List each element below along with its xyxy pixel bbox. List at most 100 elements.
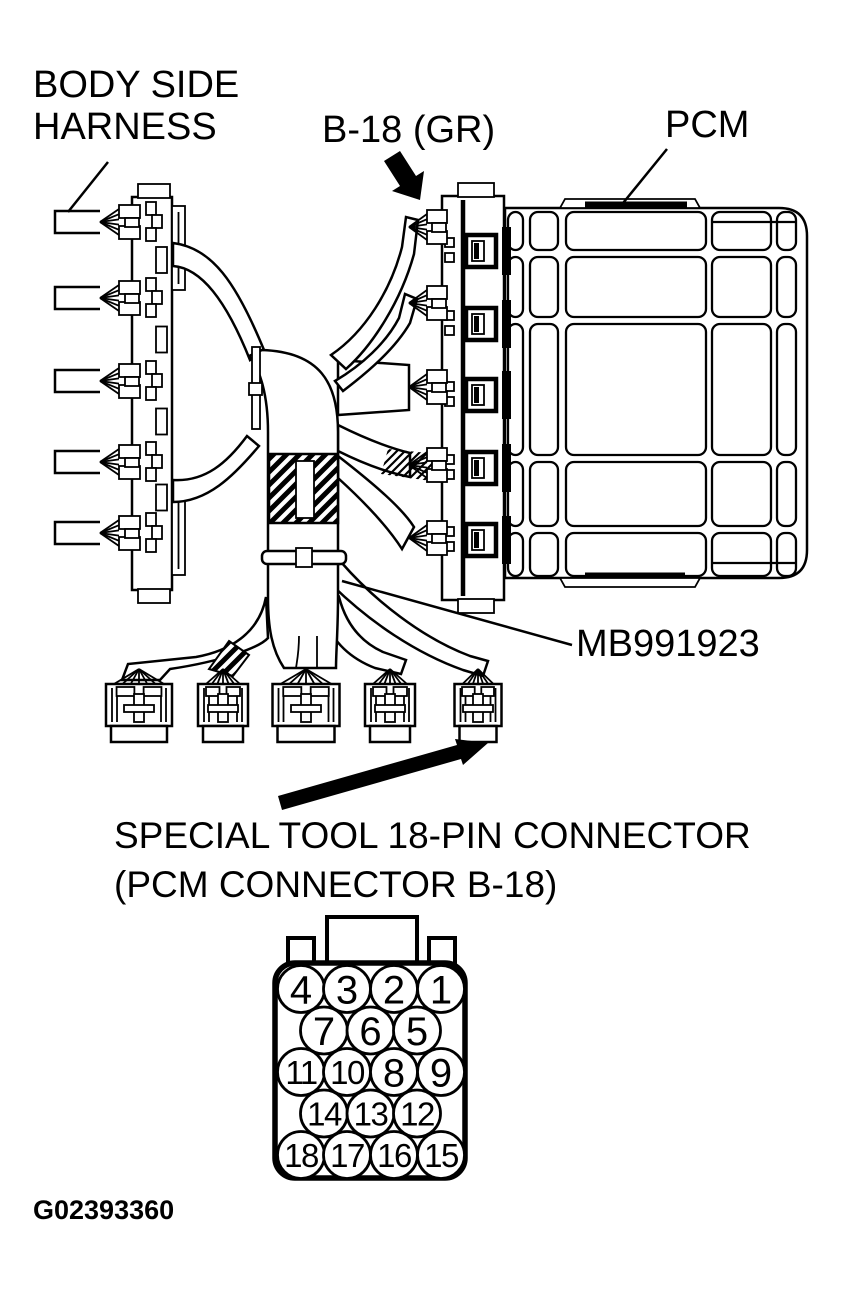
terminal-comb: [426, 390, 448, 405]
connector-tooth: [392, 686, 408, 697]
b18-pcm-junction: [502, 371, 511, 419]
b18-connector-strip: [408, 182, 511, 614]
mb991923-leader-line: [341, 579, 573, 647]
terminal-comb: [426, 209, 448, 224]
pin-number-label: 14: [307, 1095, 342, 1132]
terminal-comb: [118, 465, 141, 480]
b18-strip-top-tab: [457, 182, 495, 198]
crimp-fan-line: [99, 461, 120, 476]
pin-number-label: 11: [285, 1054, 316, 1091]
strip-step: [145, 441, 157, 456]
strip-step: [145, 201, 157, 216]
body-side-harness-label-line2: HARNESS: [33, 106, 217, 148]
connector-tooth: [205, 686, 221, 697]
body-side-harness-assembly: [53, 183, 186, 604]
pcm-grid-cell: [775, 210, 798, 252]
special-tool-caption-line2: (PCM CONNECTOR B-18): [114, 864, 558, 905]
terminal-comb: [426, 468, 448, 483]
strip-link: [155, 483, 168, 512]
pin-number-label: 5: [406, 1010, 428, 1054]
connector-tooth: [480, 686, 495, 697]
special-tool-pointer-arrow-icon: [278, 739, 488, 810]
terminal-comb: [118, 536, 141, 551]
crimp-fan-line: [99, 221, 120, 236]
wire-band: [336, 453, 416, 552]
harness-to-trunk-wires: [171, 241, 266, 504]
crimp-fan-line: [389, 668, 408, 685]
crimp-fan-line: [383, 668, 391, 685]
cable-tie-buckle: [248, 382, 263, 396]
pcm-body: [503, 206, 809, 580]
connector-key-bar: [374, 704, 406, 713]
b18-pcm-junction: [502, 300, 511, 348]
crimp-fan-line: [305, 668, 316, 685]
pin-number-label: 13: [354, 1095, 388, 1132]
special-tool-caption-line1: SPECIAL TOOL 18-PIN CONNECTOR: [114, 815, 751, 856]
pcm-grid-cell: [710, 322, 773, 457]
b18-socket-pin: [474, 460, 479, 476]
terminal-comb: [124, 217, 140, 228]
connector-key-bar: [462, 704, 494, 713]
terminal-comb: [426, 306, 448, 321]
connector-key-bar: [290, 704, 322, 713]
crimp-fan-line: [408, 226, 428, 241]
terminal-comb: [426, 230, 448, 245]
pcm-grid-cell: [775, 460, 798, 528]
strip-link: [155, 407, 168, 436]
pcm-grid-cell: [775, 322, 798, 457]
b18-pcm-junction: [502, 444, 511, 492]
tool-connector-base: [368, 724, 412, 744]
strip-step: [145, 360, 157, 375]
pin-number-label: 15: [424, 1137, 458, 1174]
terminal-comb: [118, 363, 141, 378]
crimp-fan-line: [288, 668, 307, 685]
pin-15: [416, 1130, 466, 1180]
pcm-grid-cell: [775, 531, 798, 578]
strip-step: [145, 386, 157, 401]
pcm-grid-cell: [564, 531, 708, 578]
tool-connector-base: [109, 724, 169, 744]
strip-step: [151, 290, 163, 305]
crimp-fan-line: [99, 297, 120, 312]
pin-12: [392, 1088, 442, 1139]
strip-step: [151, 373, 163, 388]
pcm-grid-cell: [564, 460, 708, 528]
crimp-fan-line: [216, 668, 224, 685]
b18-pointer-arrow-icon: [384, 151, 424, 200]
pcm-grid-cell: [564, 322, 708, 457]
pin-number-label: 3: [336, 968, 358, 1012]
pin-number-label: 7: [313, 1010, 335, 1054]
harness-wire: [53, 285, 100, 311]
pcm-grid-cell: [528, 460, 560, 528]
strip-step: [151, 525, 163, 540]
crimp-fan-line: [408, 464, 428, 479]
terminal-comb: [431, 382, 447, 393]
crimp-fan-line: [138, 668, 149, 685]
pin-number-label: 12: [400, 1095, 434, 1132]
pin-number-label: 8: [383, 1051, 405, 1095]
crimp-fan-line: [408, 537, 428, 552]
special-tool-caption: SPECIAL TOOL 18-PIN CONNECTOR (PCM CONNEC…: [114, 811, 751, 909]
crimp-fan-line: [408, 302, 428, 317]
pin-number-label: 17: [330, 1137, 364, 1174]
terminal-comb: [431, 460, 447, 471]
terminal-comb: [124, 293, 140, 304]
b18-index-square: [444, 325, 455, 336]
pin-number-label: 9: [430, 1051, 452, 1095]
pcm-grid-cell: [506, 255, 525, 319]
strip-step: [145, 538, 157, 553]
pin-1: [416, 964, 466, 1014]
wire-band: [171, 241, 266, 362]
terminal-comb: [426, 520, 448, 535]
wire-band: [171, 434, 261, 504]
terminal-comb: [426, 369, 448, 384]
pcm-grid-cell: [710, 460, 773, 528]
b18-socket-pin: [474, 243, 479, 259]
terminal-comb: [426, 447, 448, 462]
left-strip-bottom-tab: [137, 588, 171, 604]
pin-number-label: 1: [430, 968, 452, 1012]
strip-step: [151, 214, 163, 229]
